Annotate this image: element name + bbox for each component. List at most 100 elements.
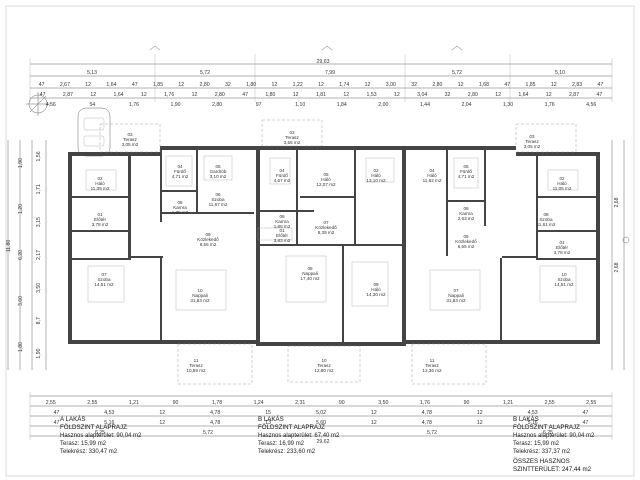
room-area: 6,55 m2 — [458, 244, 475, 249]
room-name: Fürdő — [276, 173, 288, 178]
unit-c-useful-area: Hasznos alapterület: 90,04 m2 — [513, 433, 595, 439]
dimension-label: 15 — [265, 410, 271, 416]
left-inner-dimensions: 1,561,713,152,173,508,71,90 — [36, 151, 42, 358]
dimension-label: 4,56 — [586, 102, 596, 108]
room-name: Előtér — [94, 217, 106, 222]
room-name: Nappali — [448, 293, 464, 298]
unit-b-caption: B LAKÁS FÖLDSZINT ALAPRAJZ Hasznos alapt… — [258, 416, 340, 455]
room-name: Előtér — [556, 245, 568, 250]
room-area: 4,67 m2 — [274, 178, 291, 183]
room-area: 14,51 m2 — [554, 282, 574, 287]
dimension-label: 90 — [173, 400, 179, 406]
room-area: 4,71 m2 — [458, 174, 475, 179]
room-code: 11 — [430, 358, 435, 363]
section-dimension-label: 7,99 — [325, 70, 335, 76]
room-area: 12,80 m2 — [314, 368, 334, 373]
dimension-label: 12 — [159, 420, 165, 426]
room-name: Terasz — [189, 363, 203, 368]
dimension-label: 32 — [445, 92, 451, 98]
dimension-label: 4,78 — [422, 410, 432, 416]
room-code: 01 — [559, 240, 565, 245]
dimension-label: 3,04 — [417, 92, 427, 98]
room-area: 11,82 m2 — [423, 178, 442, 183]
room-code: 09 — [205, 232, 211, 237]
dimension-label: 1,74 — [339, 82, 349, 88]
unit-a-terrace-area: Terasz: 15,99 m2 — [60, 441, 107, 447]
top-dimension-lines: 29,63 — [29, 54, 613, 102]
dimension-label: 47 — [242, 92, 248, 98]
room-area: 10,59 m2 — [186, 368, 206, 373]
dimension-label: 1,78 — [212, 400, 222, 406]
total-area-caption: ÖSSZES HASZNOS SZINTTERÜLET: 247,44 m2 — [513, 458, 592, 473]
unit-c-terrace-area: Terasz: 15,99 m2 — [513, 441, 560, 447]
dimension-label: 12 — [85, 82, 91, 88]
dimension-label: 5,72 — [203, 430, 213, 436]
dimension-label: 90 — [464, 400, 470, 406]
room-area: 3,05 m2 — [524, 144, 541, 149]
room-area: 3,78 m2 — [554, 250, 571, 255]
dimension-label: 12 — [495, 92, 501, 98]
dimension-label: 3,00 — [386, 82, 396, 88]
dimension-label: 1,64 — [518, 92, 528, 98]
room-name: Háló — [321, 177, 331, 182]
room-area: 12,36 m2 — [422, 368, 442, 373]
dimension-label: 12 — [318, 82, 324, 88]
room-code: 08 — [543, 212, 549, 217]
dimension-label: 3,60 — [18, 296, 24, 306]
room-code: 08 — [177, 200, 183, 205]
right-section-marker — [622, 236, 630, 244]
room-code: 09 — [463, 234, 469, 239]
room-area: 31,83 m2 — [446, 298, 466, 303]
dimension-label: 2,80 — [468, 92, 478, 98]
left-total-dimension: 11,80 — [6, 240, 12, 253]
dimension-label: 3,50 — [378, 400, 388, 406]
dimension-label: 1,44 — [420, 102, 430, 108]
section-dimension-label: 5,72 — [200, 70, 210, 76]
dimension-label: 47 — [583, 420, 589, 426]
room-area: 11,67 m2 — [209, 202, 228, 207]
bottom-dimension-lines: 29,62 — [29, 392, 613, 445]
room-code: 11 — [194, 358, 199, 363]
room-code: 04 — [177, 164, 183, 169]
dimension-label: 4,53 — [104, 410, 114, 416]
room-code: 02 — [373, 168, 379, 173]
dimension-label: 2,04 — [461, 102, 471, 108]
dimension-label: 1,84 — [337, 102, 347, 108]
dimension-label: 1,80 — [265, 92, 275, 98]
dimension-label: 2,55 — [545, 400, 555, 406]
dimension-label: 2,87 — [63, 92, 73, 98]
dimension-label: 12 — [272, 82, 278, 88]
room-area: 14,51 m2 — [94, 282, 114, 287]
room-name: Háló — [371, 173, 381, 178]
room-name: Kamra — [459, 211, 473, 216]
room-name: Kamra — [173, 205, 187, 210]
dimension-label: 2,80 — [215, 92, 225, 98]
room-name: Szoba — [211, 197, 224, 202]
dimension-label: 1,76 — [129, 102, 139, 108]
room-name: Közlekedő — [315, 225, 337, 230]
room-name: Előtér — [276, 233, 288, 238]
dimension-label: 1,20 — [18, 204, 24, 214]
room-name: Háló — [95, 181, 105, 186]
room-area: 11,05 m2 — [91, 186, 110, 191]
dimension-label: 2,55 — [87, 400, 97, 406]
dimension-label: 1,90 — [170, 102, 180, 108]
dimension-label: 1,90 — [36, 348, 42, 358]
dimension-label: 12 — [178, 82, 184, 88]
